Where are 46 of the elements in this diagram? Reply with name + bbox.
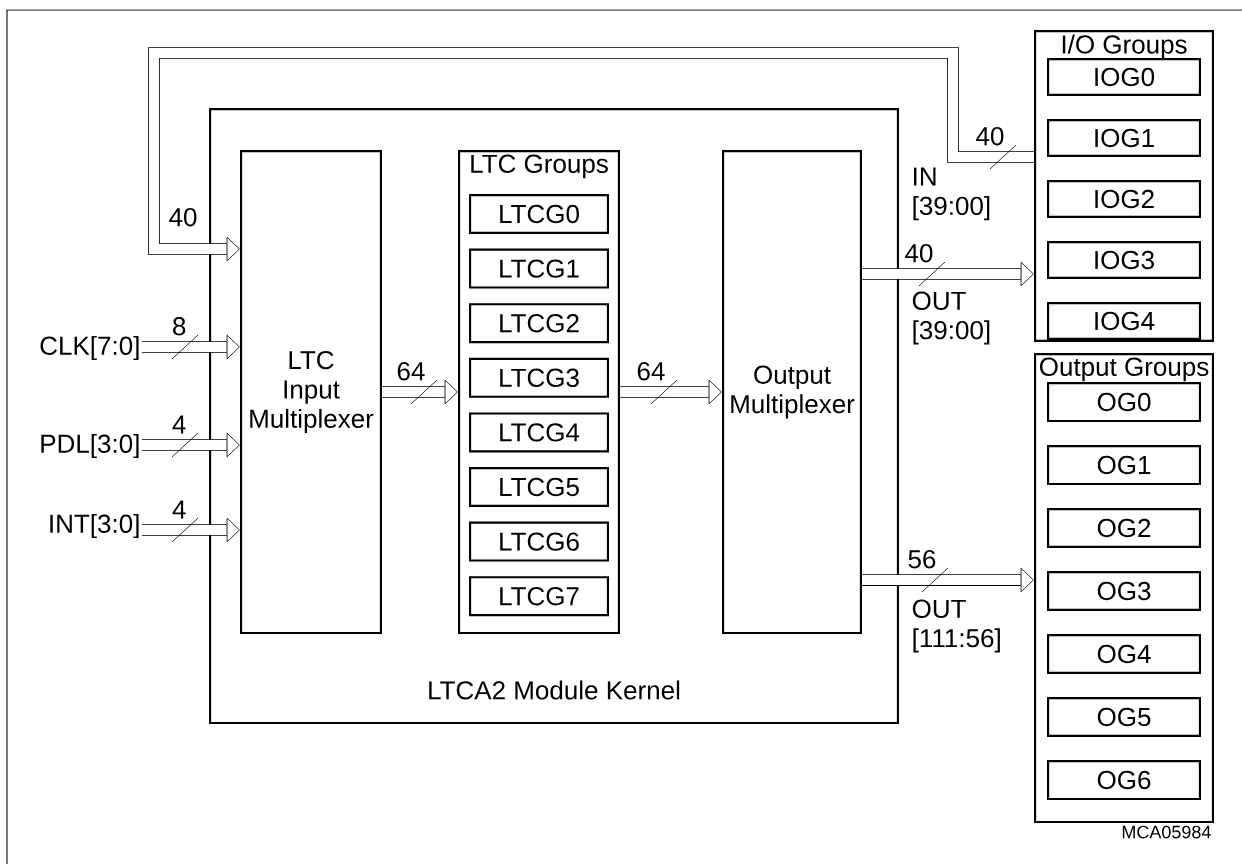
bus-width-label: 4 [172,415,186,434]
bus-width-label: 40 [976,127,1004,146]
group-box: OG1 [1047,445,1201,485]
bus-width-label: 40 [169,208,197,227]
group-box: LTCG1 [469,248,609,289]
signal-name: IN [39:00] [913,167,990,221]
group-box: IOG3 [1047,241,1201,279]
group-box: OG4 [1047,634,1201,674]
bus-width-label: 8 [173,317,186,336]
multiplexer-box: LTC Input Multiplexer [240,150,382,634]
group-box: LTCG0 [469,194,609,234]
group-box: OG3 [1047,571,1201,611]
signal-name: CLK[7:0] [40,335,139,361]
group-box: OG0 [1047,382,1201,422]
figure-code: MCA05984 [1122,825,1211,839]
group-box: IOG4 [1047,302,1201,340]
bus-arrow [142,334,240,360]
signal-name: INT[3:0] [50,513,139,539]
group-box: LTCG7 [469,576,609,617]
bus-arrow [620,379,722,405]
group-box: LTCG6 [469,521,609,562]
bus-arrow [862,567,1034,593]
bus-width-label: 64 [637,362,665,381]
bus-width-label: 56 [908,550,936,569]
group-box: LTCG2 [469,303,609,344]
group-box: LTCG3 [469,357,609,398]
group-box: IOG1 [1047,119,1201,157]
multiplexer-box: Output Multiplexer [722,150,862,634]
group-box: OG2 [1047,508,1201,548]
group-box: IOG0 [1047,58,1201,96]
bus-arrow [142,432,240,458]
bus-arrow [862,261,1034,287]
bus-width-label: 40 [905,244,933,263]
group-box: LTCG4 [469,412,609,453]
signal-name: PDL[3:0] [41,433,139,459]
signal-name: OUT [39:00] [912,291,990,345]
bus-width-label: 64 [397,362,425,381]
bus-arrow [148,47,1034,262]
group-box: LTCG5 [469,467,609,507]
bus-width-label: 4 [172,500,186,519]
group-box: OG6 [1047,760,1201,800]
group-box: IOG2 [1047,180,1201,218]
group-box: OG5 [1047,697,1201,737]
bus-arrow [382,379,458,405]
signal-name: OUT [111:56] [912,599,1000,653]
bus-arrow [142,517,240,543]
